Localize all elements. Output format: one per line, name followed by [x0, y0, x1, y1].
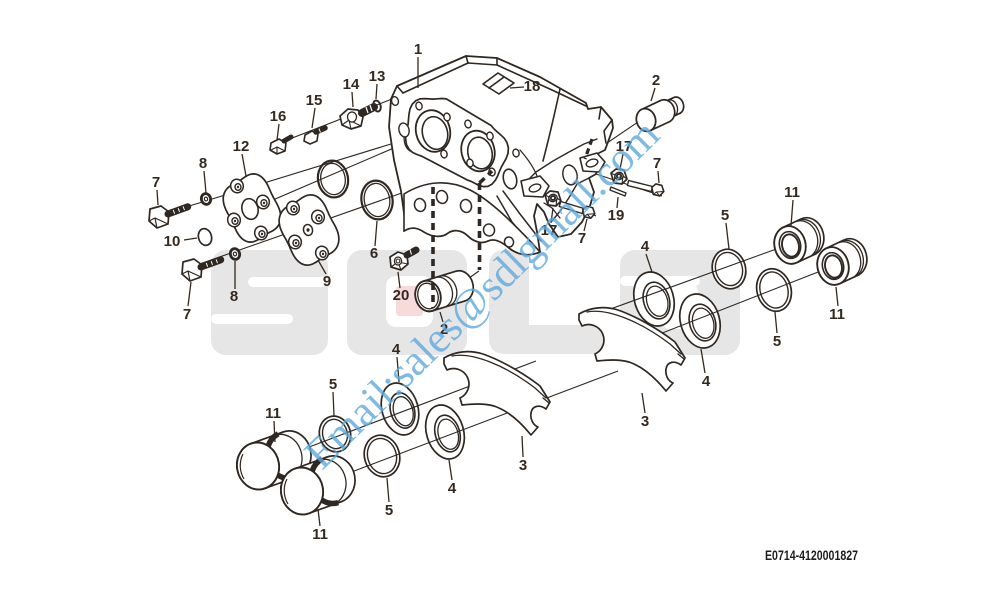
svg-text:10: 10 — [164, 233, 181, 250]
svg-text:11: 11 — [829, 306, 845, 323]
svg-text:17: 17 — [541, 222, 558, 239]
svg-text:8: 8 — [230, 288, 238, 305]
svg-text:16: 16 — [270, 108, 287, 125]
svg-text:6: 6 — [370, 245, 378, 262]
svg-text:11: 11 — [784, 184, 800, 201]
svg-text:4: 4 — [392, 341, 401, 358]
svg-text:3: 3 — [641, 413, 649, 430]
svg-text:5: 5 — [329, 376, 337, 393]
svg-text:9: 9 — [323, 273, 331, 290]
svg-text:4: 4 — [448, 480, 457, 497]
svg-text:19: 19 — [608, 207, 625, 224]
svg-text:7: 7 — [578, 230, 586, 247]
svg-text:20: 20 — [393, 287, 410, 304]
svg-text:12: 12 — [233, 138, 250, 155]
svg-text:18: 18 — [524, 78, 541, 95]
svg-text:14: 14 — [343, 76, 360, 93]
svg-text:2: 2 — [440, 321, 448, 338]
svg-text:13: 13 — [369, 68, 386, 85]
svg-text:7: 7 — [653, 155, 661, 172]
svg-text:4: 4 — [702, 373, 711, 390]
svg-text:7: 7 — [183, 306, 191, 323]
svg-text:11: 11 — [312, 526, 328, 543]
svg-text:8: 8 — [199, 155, 207, 172]
svg-text:5: 5 — [773, 333, 781, 350]
svg-text:1: 1 — [414, 41, 422, 58]
svg-text:E0714-4120001827: E0714-4120001827 — [765, 548, 858, 563]
svg-text:5: 5 — [385, 502, 393, 519]
svg-text:2: 2 — [652, 72, 660, 89]
svg-text:11: 11 — [265, 405, 281, 422]
svg-text:4: 4 — [641, 238, 650, 255]
svg-text:7: 7 — [152, 174, 160, 191]
svg-text:17: 17 — [616, 138, 633, 155]
svg-text:15: 15 — [306, 92, 323, 109]
svg-text:3: 3 — [519, 457, 527, 474]
svg-text:5: 5 — [721, 207, 729, 224]
